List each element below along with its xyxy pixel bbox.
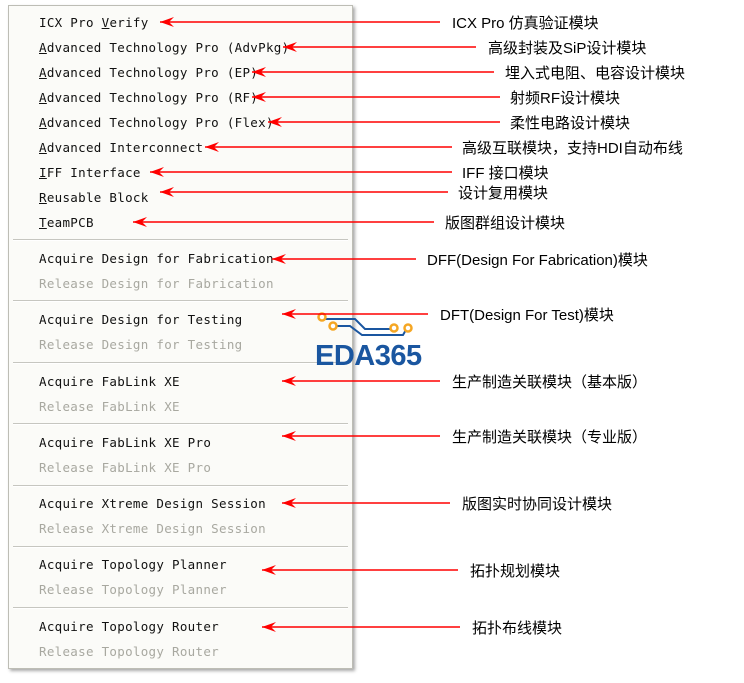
annotation-label: 版图群组设计模块 (445, 215, 566, 232)
menu-item: Release Design for Fabrication (39, 276, 274, 291)
annotation-label: 设计复用模块 (458, 185, 549, 202)
menu-item: Release Topology Planner (39, 582, 227, 597)
red-arrow (282, 498, 450, 508)
menu-item[interactable]: Advanced Technology Pro (Flex) (39, 115, 274, 130)
menu-item: Release Topology Router (39, 644, 219, 659)
annotation-label: DFF(Design For Fabrication)模块 (427, 252, 648, 269)
menu-item[interactable]: Acquire FabLink XE Pro (39, 435, 212, 450)
menu-item[interactable]: Reusable Block (39, 190, 149, 205)
menu-separator (13, 423, 348, 425)
red-arrow (283, 42, 476, 52)
menu-separator (13, 546, 348, 548)
red-arrow (282, 431, 440, 441)
red-arrow (282, 309, 428, 319)
menu-item[interactable]: Advanced Technology Pro (EP) (39, 65, 259, 80)
annotation-label: 拓扑规划模块 (470, 563, 561, 580)
red-arrow (150, 167, 452, 177)
menu-item[interactable]: ICX Pro Verify (39, 15, 149, 30)
red-arrow (282, 376, 440, 386)
red-arrow (252, 92, 500, 102)
red-arrow (160, 187, 448, 197)
menu-item: Release FabLink XE Pro (39, 460, 212, 475)
red-arrow (272, 254, 416, 264)
menu-separator (13, 362, 348, 364)
annotation-label: 版图实时协同设计模块 (462, 496, 613, 513)
eda365-trace-icon (317, 312, 413, 336)
annotation-label: DFT(Design For Test)模块 (440, 307, 614, 324)
menu-item[interactable]: Acquire Design for Fabrication (39, 251, 274, 266)
menu-item[interactable]: Acquire Design for Testing (39, 312, 243, 327)
annotation-label: IFF 接口模块 (462, 165, 549, 182)
menu-separator (13, 239, 348, 241)
annotation-label: ICX Pro 仿真验证模块 (452, 15, 599, 32)
annotation-label: 高级封装及SiP设计模块 (488, 40, 647, 57)
annotation-label: 埋入式电阻、电容设计模块 (505, 65, 686, 82)
annotation-label: 生产制造关联模块（基本版） (452, 374, 648, 391)
annotation-label: 射频RF设计模块 (510, 90, 620, 107)
red-arrow (133, 217, 434, 227)
menu-item: Release Design for Testing (39, 337, 243, 352)
annotation-label: 高级互联模块，支持HDI自动布线 (462, 140, 683, 157)
red-arrow (262, 622, 460, 632)
annotation-label: 拓扑布线模块 (472, 620, 563, 637)
red-arrow (160, 17, 440, 27)
menu-item: Release Xtreme Design Session (39, 521, 266, 536)
red-arrow (262, 565, 458, 575)
eda365-watermark: EDA365 (315, 340, 422, 372)
menu-item[interactable]: Advanced Interconnect (39, 140, 204, 155)
menu-separator (13, 300, 348, 302)
menu-separator (13, 485, 348, 487)
menu-separator (13, 607, 348, 609)
menu-item[interactable]: Acquire Topology Planner (39, 557, 227, 572)
menu-item[interactable]: Acquire Xtreme Design Session (39, 496, 266, 511)
menu-item[interactable]: TeamPCB (39, 215, 94, 230)
menu-item[interactable]: Advanced Technology Pro (RF) (39, 90, 259, 105)
menu-item: Release FabLink XE (39, 399, 180, 414)
menu-item[interactable]: Advanced Technology Pro (AdvPkg) (39, 40, 290, 55)
annotation-label: 生产制造关联模块（专业版） (452, 429, 648, 446)
menu-item[interactable]: Acquire Topology Router (39, 619, 219, 634)
menu-item[interactable]: IFF Interface (39, 165, 141, 180)
menu-item[interactable]: Acquire FabLink XE (39, 374, 180, 389)
annotation-label: 柔性电路设计模块 (510, 115, 631, 132)
red-arrow (252, 67, 494, 77)
red-arrow (205, 142, 452, 152)
red-arrow (268, 117, 500, 127)
